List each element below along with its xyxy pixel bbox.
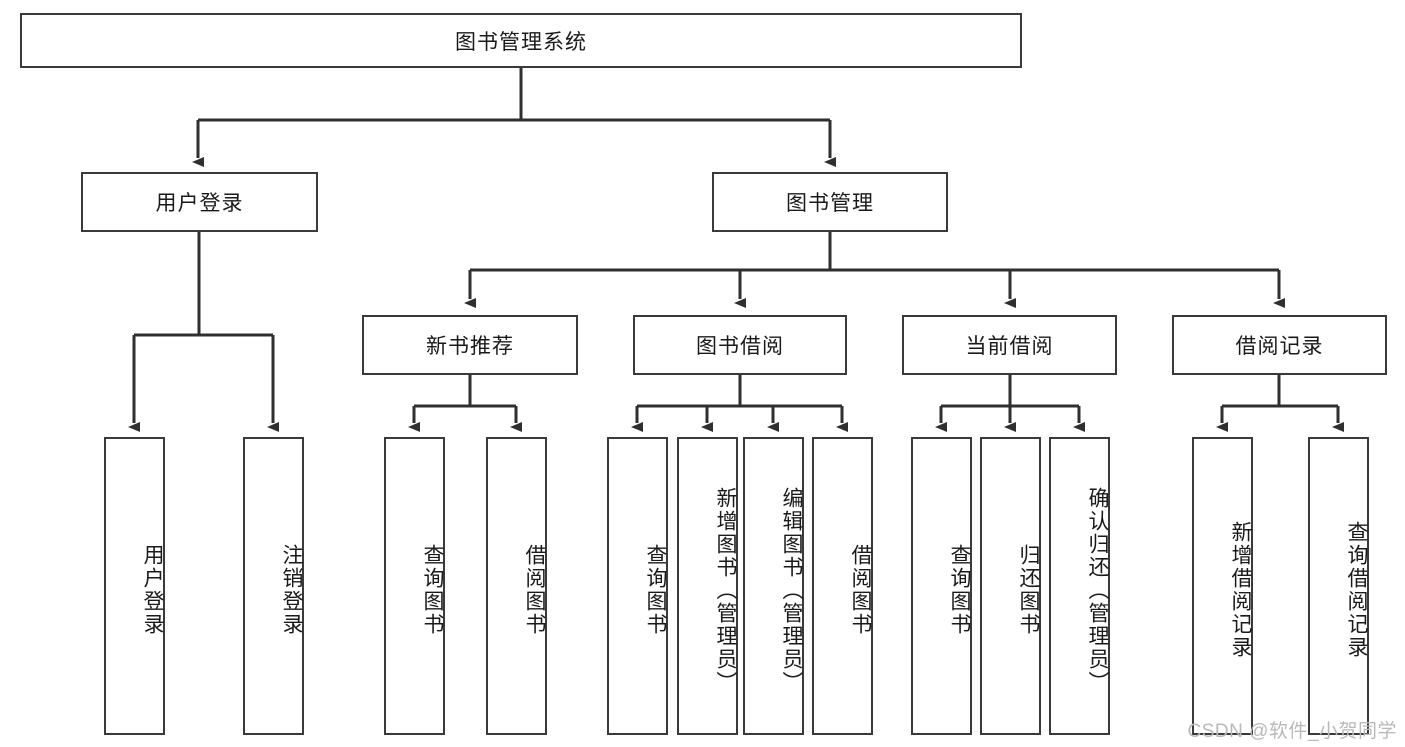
node-user-login-label: 用户登录 (155, 192, 244, 215)
node-current-borrow-label: 当前借阅 (965, 335, 1054, 358)
leaf-query-books-3[interactable]: 查询图书 (911, 437, 972, 735)
leaf-query-books-2[interactable]: 查询图书 (607, 437, 668, 735)
leaf-edit-book-admin[interactable]: 编辑图书（管理员） (743, 437, 804, 735)
leaf-confirm-return-admin-label: 确认归还（管理员） (1086, 486, 1109, 694)
leaf-return-books-label: 归还图书 (1017, 544, 1040, 636)
node-user-login[interactable]: 用户登录 (81, 172, 318, 232)
node-root[interactable]: 图书管理系统 (20, 13, 1022, 68)
node-root-label: 图书管理系统 (455, 30, 587, 54)
leaf-query-borrow-record[interactable]: 查询借阅记录 (1308, 437, 1369, 735)
leaf-edit-book-admin-label: 编辑图书（管理员） (780, 486, 803, 694)
leaf-add-borrow-record[interactable]: 新增借阅记录 (1192, 437, 1253, 735)
watermark: CSDN @软件_小贺同学 (1187, 721, 1397, 742)
node-book-management-label: 图书管理 (786, 192, 874, 215)
leaf-user-login-label: 用户登录 (141, 544, 164, 636)
node-book-borrow[interactable]: 图书借阅 (633, 315, 847, 375)
leaf-logout-login-label: 注销登录 (280, 544, 303, 636)
leaf-confirm-return-admin[interactable]: 确认归还（管理员） (1049, 437, 1110, 735)
leaf-query-borrow-record-label: 查询借阅记录 (1345, 521, 1368, 659)
node-borrow-record-label: 借阅记录 (1235, 335, 1324, 358)
leaf-borrow-books-2-label: 借阅图书 (849, 544, 872, 636)
leaf-borrow-books-1[interactable]: 借阅图书 (486, 437, 547, 735)
node-book-management[interactable]: 图书管理 (712, 172, 948, 232)
node-borrow-record[interactable]: 借阅记录 (1172, 315, 1387, 375)
leaf-add-borrow-record-label: 新增借阅记录 (1229, 521, 1252, 659)
leaf-return-books[interactable]: 归还图书 (980, 437, 1041, 735)
node-book-borrow-label: 图书借阅 (696, 335, 784, 358)
leaf-add-book-admin-label: 新增图书（管理员） (714, 486, 737, 694)
node-new-book-recommend[interactable]: 新书推荐 (362, 315, 578, 375)
leaf-logout-login[interactable]: 注销登录 (243, 437, 304, 735)
leaf-add-book-admin[interactable]: 新增图书（管理员） (677, 437, 738, 735)
leaf-query-books-1-label: 查询图书 (421, 544, 444, 636)
leaf-borrow-books-2[interactable]: 借阅图书 (812, 437, 873, 735)
leaf-borrow-books-1-label: 借阅图书 (523, 544, 546, 636)
leaf-query-books-1[interactable]: 查询图书 (384, 437, 445, 735)
node-new-book-recommend-label: 新书推荐 (426, 335, 514, 358)
leaf-query-books-2-label: 查询图书 (644, 544, 667, 636)
leaf-query-books-3-label: 查询图书 (948, 544, 971, 636)
leaf-user-login[interactable]: 用户登录 (104, 437, 165, 735)
node-current-borrow[interactable]: 当前借阅 (902, 315, 1117, 375)
